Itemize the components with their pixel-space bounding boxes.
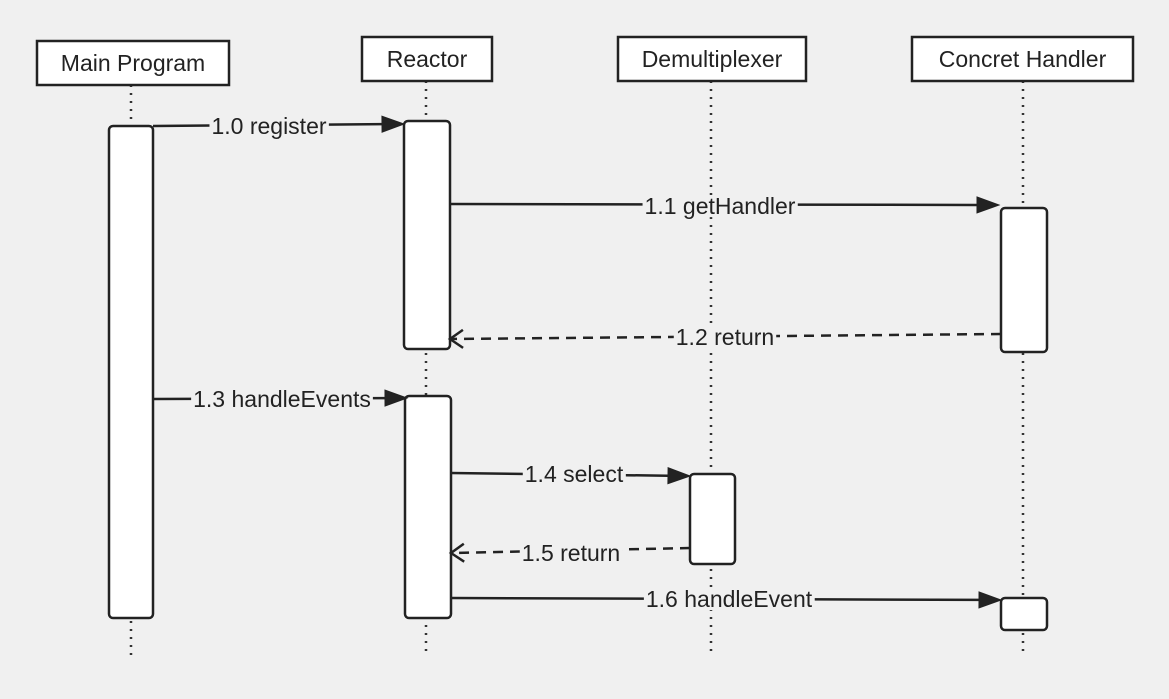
participant-reactor: Reactor bbox=[360, 35, 494, 83]
activation-bar-concret-handler bbox=[999, 206, 1049, 354]
participant-label: Demultiplexer bbox=[642, 46, 783, 72]
participant-box bbox=[35, 39, 231, 87]
message-label: 1.5 return bbox=[522, 540, 620, 566]
participant-demultiplexer: Demultiplexer bbox=[616, 35, 808, 83]
filled-arrowhead-icon bbox=[976, 196, 1001, 214]
message-1-0-register: 1.0 register bbox=[152, 113, 406, 139]
message-1-3-handleevents: 1.3 handleEvents bbox=[152, 386, 409, 412]
participant-label: Main Program bbox=[61, 50, 205, 76]
activation-bar-reactor bbox=[403, 394, 453, 620]
message-label-background bbox=[673, 326, 777, 349]
message-1-2-return: 1.2 return bbox=[447, 324, 1002, 350]
message-label-background bbox=[191, 388, 373, 411]
message-label: 1.0 register bbox=[211, 113, 326, 139]
activation-bar-concret-handler bbox=[999, 596, 1049, 632]
message-label-background bbox=[209, 115, 329, 138]
participant-box bbox=[910, 35, 1135, 83]
message-label-background bbox=[522, 463, 626, 486]
participant-box bbox=[616, 35, 808, 83]
message-label-background bbox=[519, 542, 623, 565]
filled-arrowhead-icon bbox=[381, 115, 406, 133]
message-label: 1.3 handleEvents bbox=[193, 386, 371, 412]
open-arrowhead-icon bbox=[448, 542, 465, 563]
open-arrowhead-icon bbox=[447, 328, 464, 349]
activation-bar-reactor bbox=[402, 119, 452, 351]
activation-bar-main-program bbox=[107, 124, 155, 620]
participant-main-program: Main Program bbox=[35, 39, 231, 87]
message-1-1-gethandler: 1.1 getHandler bbox=[449, 193, 1001, 219]
message-label: 1.6 handleEvent bbox=[646, 586, 813, 612]
filled-arrowhead-icon bbox=[384, 389, 409, 407]
message-label: 1.2 return bbox=[676, 324, 774, 350]
filled-arrowhead-icon bbox=[667, 467, 692, 485]
participant-label: Concret Handler bbox=[939, 46, 1107, 72]
participant-box bbox=[360, 35, 494, 83]
message-label: 1.4 select bbox=[525, 461, 624, 487]
filled-arrowhead-icon bbox=[978, 591, 1003, 609]
participant-concret-handler: Concret Handler bbox=[910, 35, 1135, 83]
message-label-background bbox=[643, 588, 815, 611]
participant-label: Reactor bbox=[387, 46, 468, 72]
message-1-6-handleevent: 1.6 handleEvent bbox=[450, 586, 1003, 612]
message-label: 1.1 getHandler bbox=[645, 193, 796, 219]
activation-bar-demultiplexer bbox=[688, 472, 737, 566]
message-1-5-return: 1.5 return bbox=[448, 540, 691, 566]
message-1-4-select: 1.4 select bbox=[450, 461, 692, 487]
message-label-background bbox=[642, 195, 798, 218]
